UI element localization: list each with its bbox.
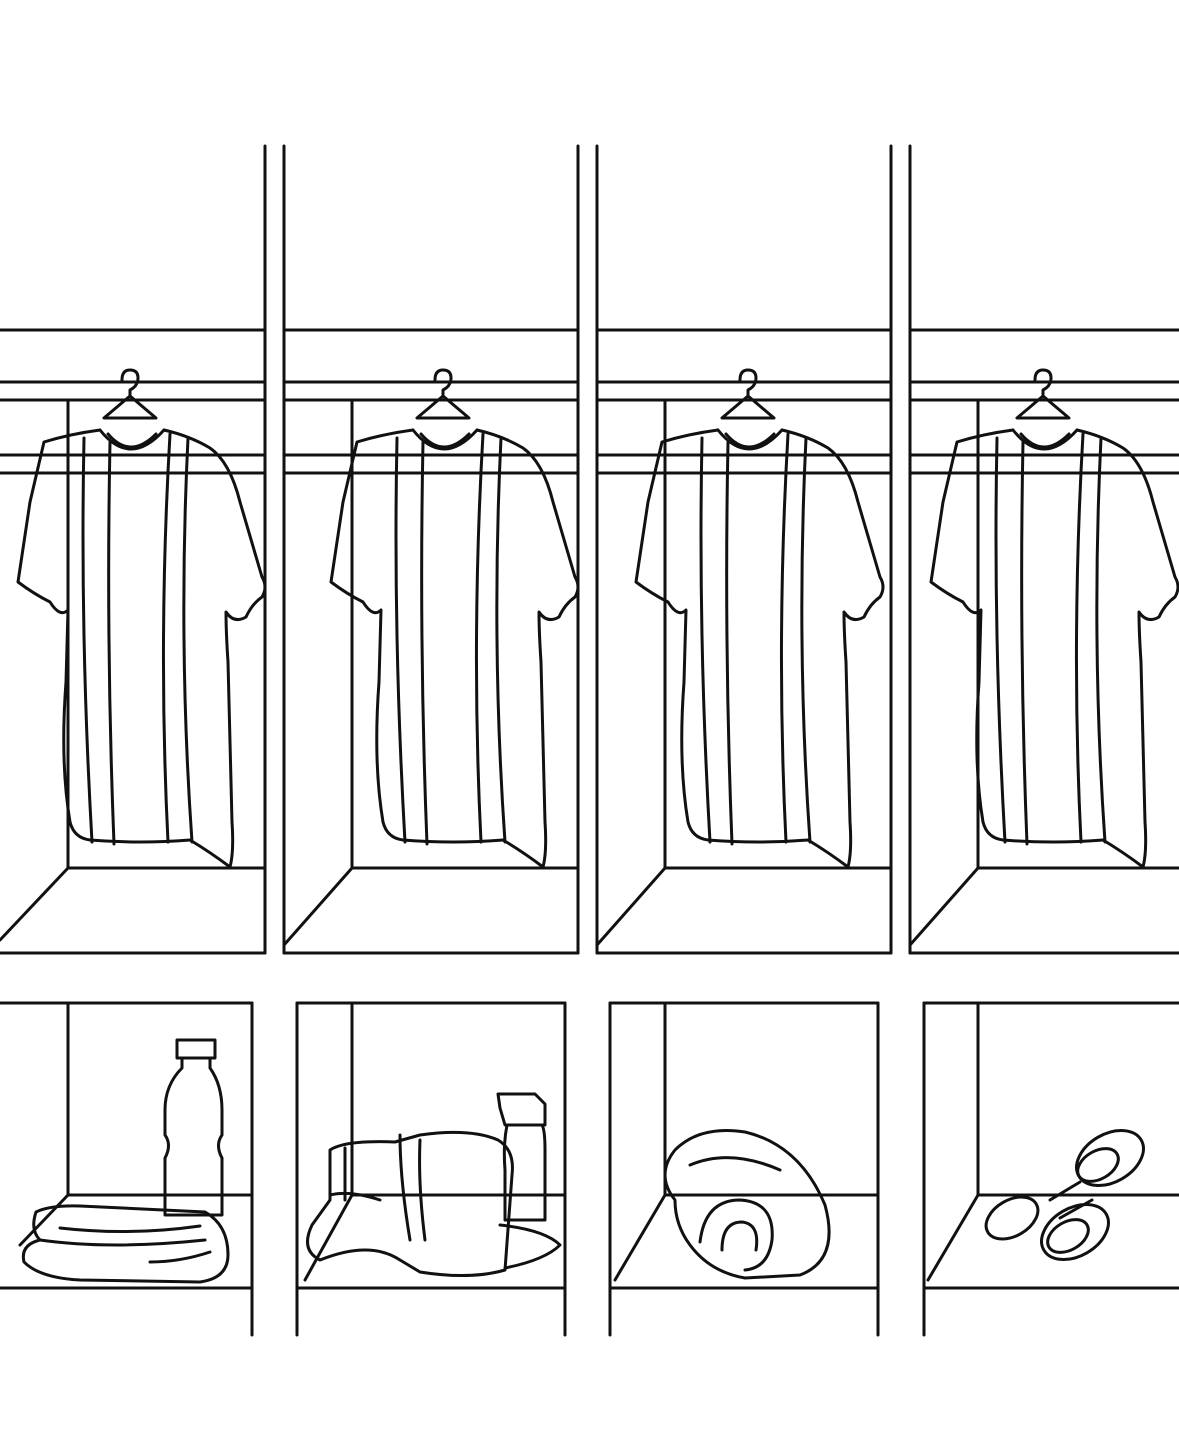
folded-towel-icon bbox=[21, 1204, 230, 1284]
locker-posts bbox=[263, 144, 912, 955]
gym-bag-icon bbox=[306, 1130, 562, 1278]
shirt-1 bbox=[16, 368, 267, 869]
spray-bottle-icon bbox=[496, 1092, 547, 1222]
shirt-4 bbox=[929, 368, 1179, 869]
locker-top-shelf bbox=[0, 328, 1179, 402]
rolled-towel-icon bbox=[663, 1128, 831, 1280]
cubby-frames bbox=[0, 1001, 1179, 1337]
shirt-2 bbox=[329, 368, 580, 869]
water-bottle-icon bbox=[163, 1038, 224, 1217]
shirt-3 bbox=[634, 368, 885, 869]
dumbbell-icon bbox=[984, 1129, 1145, 1261]
locker-interiors bbox=[0, 398, 1179, 955]
locker-rails bbox=[0, 453, 1179, 475]
